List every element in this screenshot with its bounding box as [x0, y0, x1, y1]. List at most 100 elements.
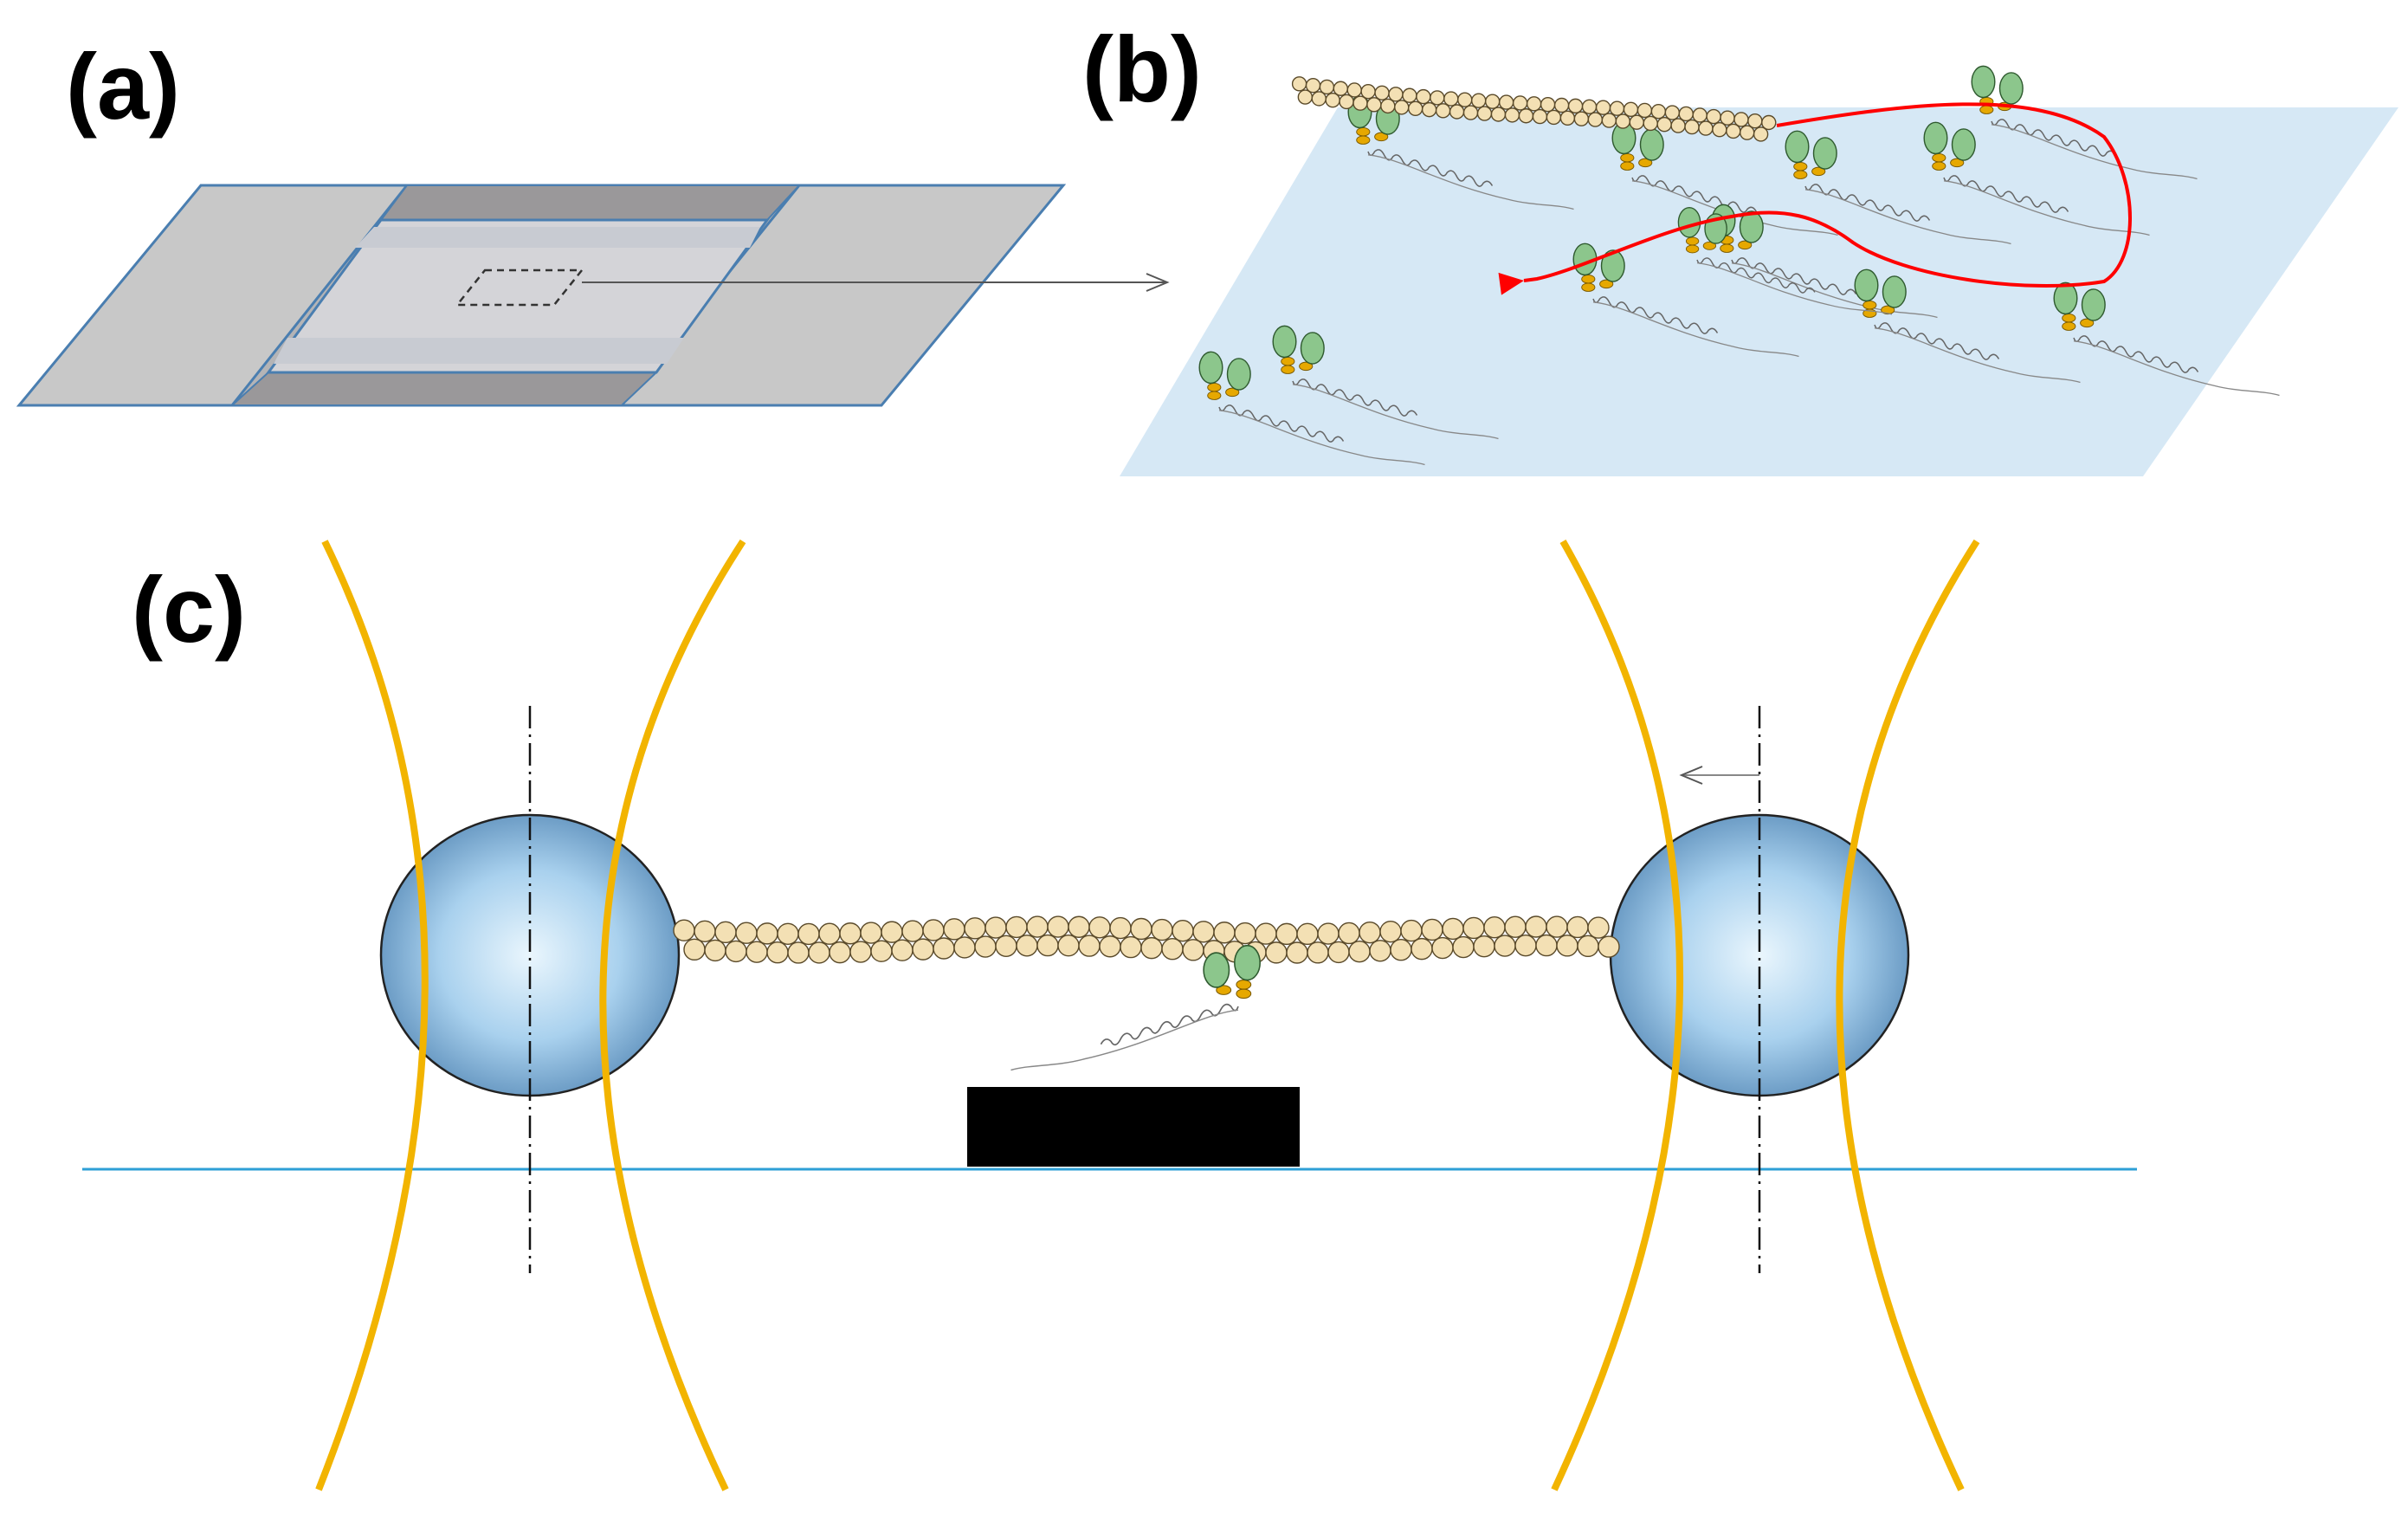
motor-head	[2081, 288, 2106, 321]
actin-monomer	[1369, 940, 1391, 962]
actin-monomer	[1573, 111, 1590, 126]
flow-channel	[266, 218, 770, 374]
light-chain	[1932, 152, 1946, 163]
actin-monomer	[818, 922, 841, 945]
light-chain	[2080, 318, 2095, 328]
actin-monomer	[694, 920, 716, 943]
actin-monomer	[1317, 922, 1340, 945]
actin-monomer	[1352, 95, 1368, 111]
actin-monomer	[1120, 935, 1142, 959]
actin-monomer	[1587, 112, 1604, 127]
actin-monomer	[1615, 113, 1630, 129]
actin-monomer	[1151, 918, 1173, 941]
myosin-rod	[1943, 180, 2150, 236]
actin-monomer	[943, 918, 965, 941]
myosin-motor	[1611, 121, 1838, 236]
actin-monomer	[1643, 115, 1658, 132]
actin-monomer	[1471, 93, 1487, 108]
myosin-rod	[1804, 189, 2011, 245]
actin-dumbbell-filament	[673, 915, 1620, 964]
actin-monomer	[974, 935, 997, 958]
actin-monomer	[1540, 96, 1556, 113]
actin-monomer	[1047, 915, 1069, 938]
actin-monomer	[1650, 104, 1667, 120]
actin-monomer	[1374, 85, 1390, 100]
actin-monomer	[1068, 915, 1090, 938]
actin-monomer	[683, 938, 706, 961]
panel-b	[1120, 65, 2398, 476]
myosin-rod	[1592, 301, 1799, 358]
actin-monomer	[1490, 107, 1507, 122]
panel-label-c: (c)	[132, 557, 246, 662]
actin-monomer	[1457, 92, 1473, 107]
motor-head	[1971, 65, 1996, 99]
actin-monomer	[1394, 100, 1410, 115]
actin-monomer	[1366, 97, 1382, 113]
light-chain	[1207, 391, 1222, 400]
actin-monomer	[1559, 110, 1576, 126]
actin-monomer	[1036, 934, 1059, 957]
actin-monomer	[1698, 120, 1714, 136]
motor-head	[1600, 249, 1625, 282]
light-chain	[2062, 321, 2076, 331]
actin-monomer	[1327, 941, 1350, 964]
actin-monomer	[1407, 100, 1423, 116]
light-chain	[1225, 387, 1240, 398]
actin-monomer	[1504, 107, 1520, 123]
light-chain	[1236, 988, 1252, 999]
actin-monomer	[1587, 916, 1610, 939]
actin-monomer	[1416, 88, 1431, 105]
trap-beam-left-outer	[315, 540, 429, 1491]
light-chain	[1356, 135, 1371, 145]
motor-head	[1198, 351, 1223, 385]
motor-head	[1998, 72, 2024, 105]
actin-monomer	[1172, 919, 1194, 942]
actin-monomer	[1005, 915, 1028, 939]
actin-monomer	[881, 921, 903, 943]
light-chain	[1299, 361, 1314, 372]
myosin-motor	[1010, 944, 1261, 1071]
actin-monomer	[1402, 87, 1417, 103]
actin-monomer	[1512, 95, 1528, 111]
actin-monomer	[1494, 935, 1516, 957]
actin-monomer	[766, 941, 789, 964]
light-chain	[1281, 365, 1295, 374]
actin-monomer	[1577, 935, 1599, 958]
actin-monomer	[1380, 98, 1396, 114]
light-chain	[1862, 300, 1877, 310]
actin-monomer	[1379, 920, 1402, 943]
light-chain	[1685, 236, 1700, 246]
motor-head	[2053, 281, 2078, 315]
light-chain	[1620, 152, 1635, 163]
light-chain	[1720, 243, 1734, 253]
actin-monomer	[1442, 917, 1464, 941]
actin-monomer	[1192, 921, 1215, 943]
actin-monomer	[1338, 922, 1360, 945]
myosin-motor	[1971, 65, 2198, 180]
actin-monomer	[1473, 935, 1495, 958]
actin-monomer	[1556, 935, 1578, 957]
motor-head	[1854, 268, 1879, 302]
actin-monomer	[1546, 915, 1568, 938]
myosin-rod	[1367, 154, 1574, 210]
actin-monomer	[1452, 935, 1475, 959]
motor-head	[1923, 121, 1948, 155]
actin-monomer	[1099, 935, 1121, 958]
actin-monomer	[1411, 937, 1433, 961]
actin-monomer	[1088, 916, 1111, 939]
actin-strand	[1291, 76, 1777, 142]
actin-monomer	[1265, 941, 1288, 964]
actin-monomer	[1601, 113, 1617, 128]
channel-top-strip	[379, 184, 802, 221]
myosin-rod	[2073, 340, 2280, 397]
actin-monomer	[1130, 917, 1152, 941]
actin-monomer	[787, 941, 810, 964]
actin-monomer	[673, 919, 695, 941]
motor-head	[1234, 944, 1261, 981]
actin-monomer	[1297, 89, 1314, 105]
myosin-tail	[1100, 1003, 1239, 1046]
actin-monomer	[953, 936, 976, 959]
actin-monomer	[1016, 935, 1038, 957]
channel-inner-bottom	[274, 338, 684, 364]
channel-bottom-strip	[229, 372, 659, 406]
